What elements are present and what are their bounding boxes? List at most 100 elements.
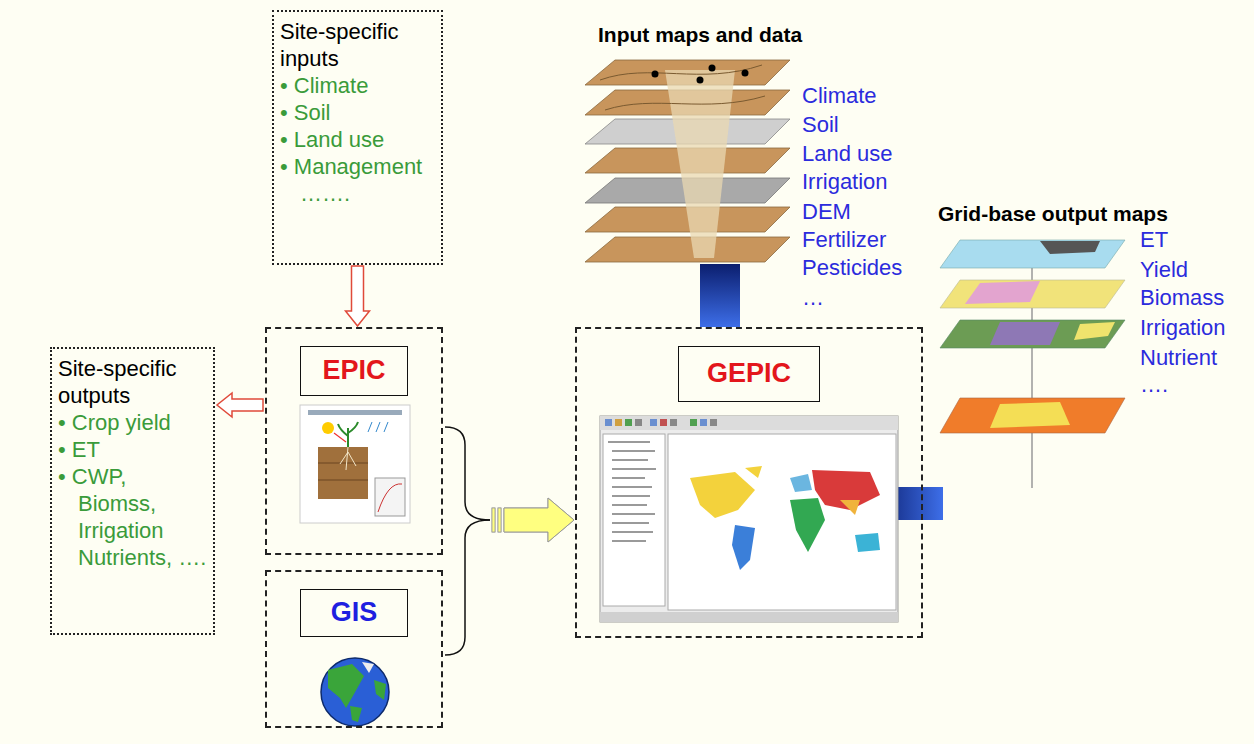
country-shape [732,525,755,570]
box-heading: Site-specific outputs [58,355,209,409]
chart-curve [378,484,402,512]
country-shape [840,500,860,515]
tool-icon [670,419,677,426]
globe-continent [328,664,364,708]
merge-arrow [504,498,574,542]
input-layer-name: Pesticides [802,255,902,281]
country-shape [690,472,755,518]
flow-arrow [346,266,370,326]
tool-icon [605,419,612,426]
flow-arrow [445,427,574,542]
arrow-tail-stripe [498,508,501,532]
contour-line [600,65,762,80]
soil-horizon [318,463,368,464]
input-layer-name: Climate [802,83,877,109]
country-shape [745,466,762,478]
bullet-item: • Land use [280,126,437,153]
tool-icon [615,419,622,426]
rain-line [384,422,388,432]
map-layer [940,240,1125,268]
tool-icon [660,419,667,426]
arrow-tail-stripe [492,508,495,532]
tool-icon [690,419,697,426]
globe-continent [350,706,362,722]
map-blob [1040,241,1100,254]
merge-arrow [504,498,574,542]
globe-continent [374,680,386,700]
output-layer-name: Yield [1140,257,1188,283]
output-layer-name: ET [1140,227,1168,253]
tool-icon [625,419,632,426]
sun-symbol [322,422,334,434]
output-layer-name: Irrigation [1140,315,1226,341]
rain-line [368,422,372,432]
model-name: GEPIC [678,346,820,402]
model-name: GIS [300,589,408,637]
layer-panel [603,434,665,606]
tool-icon [700,419,707,426]
model-box: EPIC [265,327,443,555]
globe-continent [362,662,374,673]
output-map-layers [940,240,1125,488]
country-shape [790,498,825,552]
tool-icon [710,419,717,426]
flow-arrow [445,498,574,655]
figure-frame [300,405,410,523]
output-layer-name: …. [1140,372,1168,398]
layer-list-lines [608,442,656,541]
data-flow-bar [700,264,740,327]
box-heading: Site-specific inputs [280,18,437,72]
input-layer-name: Fertilizer [802,227,886,253]
globe-ocean [321,658,389,726]
curly-brace [445,427,490,520]
plant-symbol [338,422,358,447]
map-blob [990,402,1070,428]
model-box: GEPIC [575,327,923,638]
map-layer [585,237,790,262]
input-layer-name: … [802,285,824,311]
globe-icon [321,658,389,726]
layer-funnel [665,70,735,258]
continuation-mark: ……. [280,180,437,207]
map-blob [1074,322,1115,340]
text-box: Site-specific outputs• Crop yield• ET• C… [50,347,215,635]
map-layer [940,398,1125,433]
status-bar [600,612,898,622]
map-blob [990,322,1060,345]
model-name: EPIC [300,346,408,396]
model-box: GIS [265,570,443,728]
input-layer-name: Soil [802,112,839,138]
bullet-item: • ET [58,436,209,463]
bullet-item: • Climate [280,72,437,99]
hollow-arrow [217,393,263,417]
gis-screenshot [600,416,898,622]
rain-line [376,422,380,432]
curly-brace [445,520,490,655]
epic-illustration [300,405,410,523]
station-dot [742,70,749,77]
tool-icon [635,419,642,426]
figure-title-bar [308,410,402,415]
window-frame [600,416,898,622]
map-blob [965,281,1040,304]
bullet-item: • Crop yield [58,409,209,436]
input-layer-name: Land use [802,141,893,167]
flow-arrow [217,393,263,417]
map-layer [940,320,1125,348]
section-title: Grid-base output maps [938,201,1168,227]
input-layer-name: DEM [802,199,851,225]
root-symbol [340,447,356,470]
output-layer-name: Biomass [1140,285,1224,311]
toolbar [600,416,898,430]
text-box: Site-specific inputs• Climate• Soil• Lan… [272,10,443,265]
station-dot [697,77,704,84]
contour-line [605,96,765,110]
input-layer-name: Irrigation [802,169,888,195]
country-shape [790,474,812,492]
map-panel [668,434,896,610]
arrow-tail-stripe [492,508,495,532]
country-shape [855,533,880,552]
